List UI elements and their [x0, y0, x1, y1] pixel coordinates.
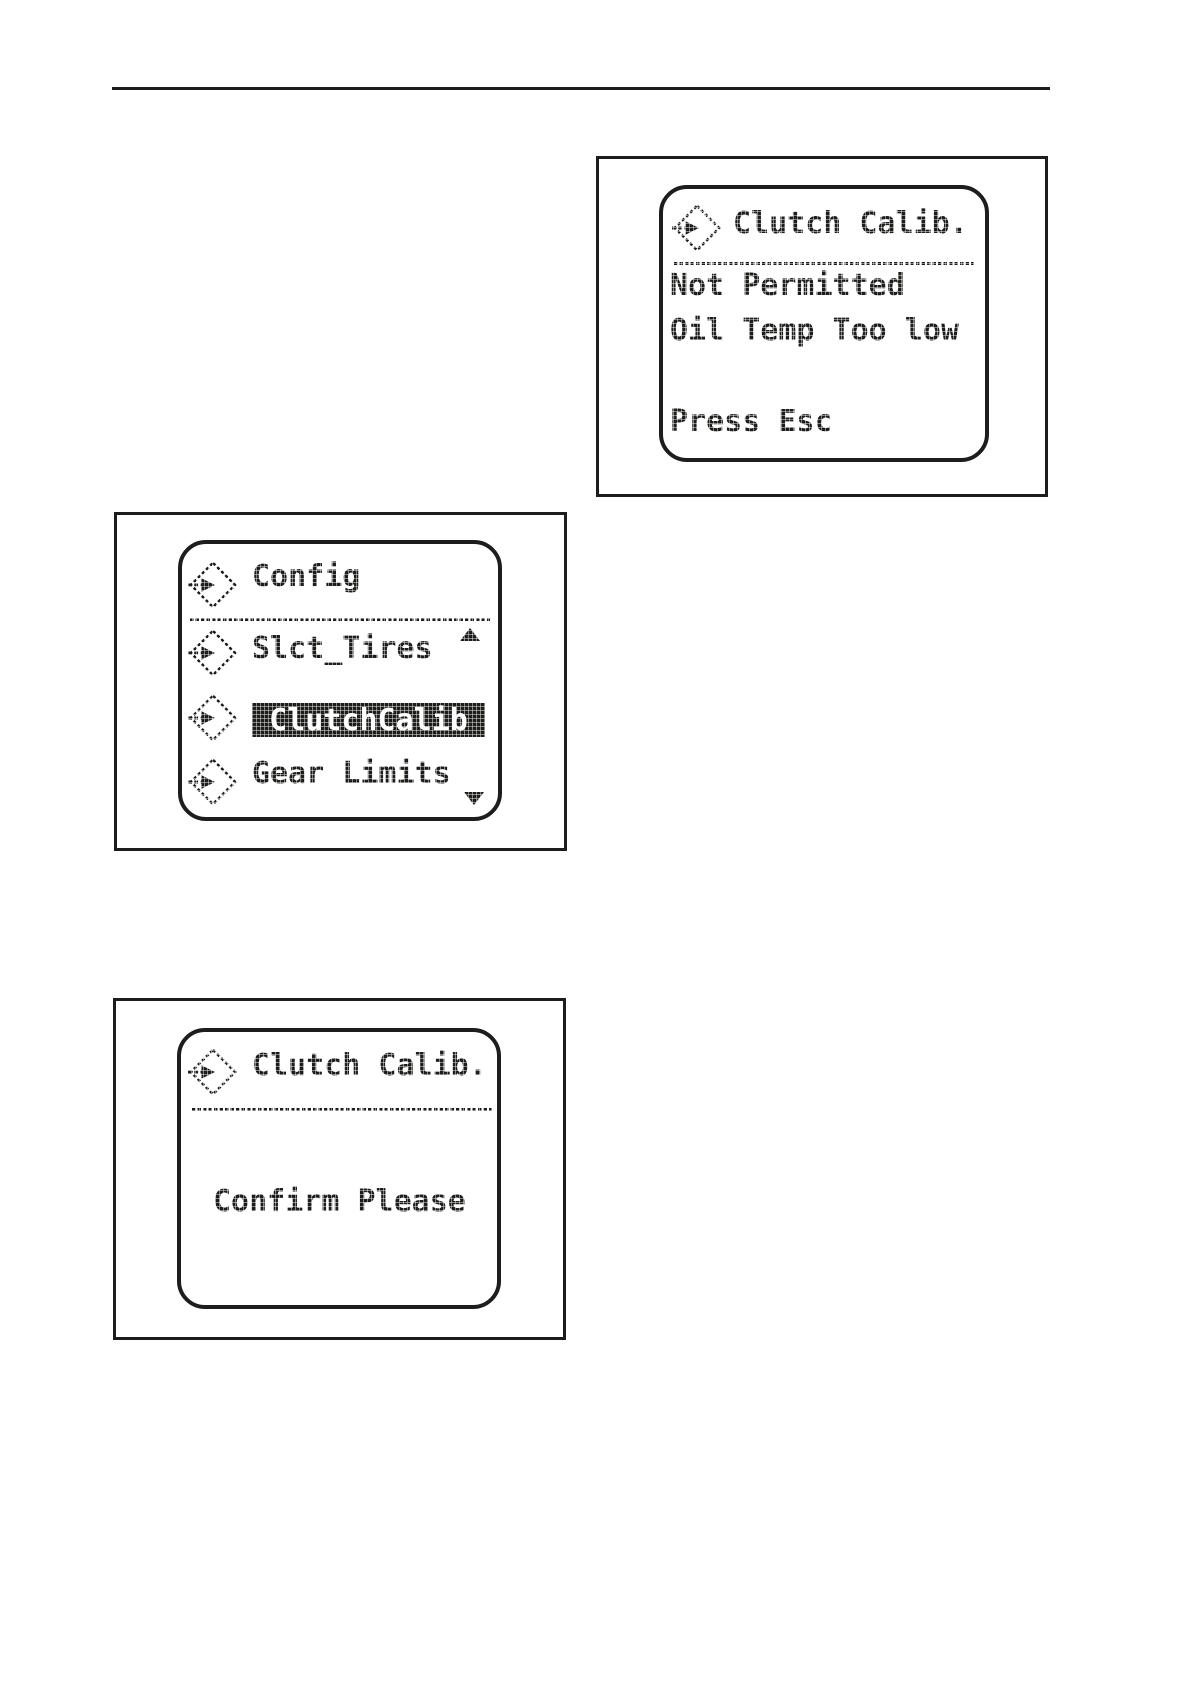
menu-item-gear-limits: Gear Limits — [252, 756, 451, 791]
menu-item-slct-tires: Slct_Tires — [252, 631, 433, 666]
screen-title: Clutch Calib. — [733, 206, 968, 241]
status-line-1: Not Permitted — [670, 268, 905, 303]
header-rule — [112, 87, 1050, 90]
enter-diamond-icon — [672, 204, 721, 252]
figure-config-menu: Config Slct_Tires ClutchCalib Gear Limit… — [114, 512, 567, 851]
enter-diamond-icon — [188, 694, 237, 742]
status-line-2: Oil Temp Too low — [670, 313, 959, 348]
enter-diamond-icon — [188, 629, 237, 677]
title-separator — [190, 618, 490, 621]
scroll-up-arrow-icon — [460, 628, 480, 641]
title-separator — [674, 262, 974, 265]
lcd-screen-confirm: Clutch Calib. Confirm Please — [177, 1028, 501, 1309]
enter-diamond-icon — [188, 1048, 237, 1096]
lcd-screen-config-menu: Config Slct_Tires ClutchCalib Gear Limit… — [178, 540, 502, 821]
confirm-message: Confirm Please — [213, 1184, 466, 1219]
title-separator — [192, 1108, 492, 1111]
figure-not-permitted: Clutch Calib. Not Permitted Oil Temp Too… — [596, 156, 1048, 497]
escape-prompt: Press Esc — [670, 404, 833, 439]
screen-title: Clutch Calib. — [252, 1048, 487, 1083]
figure-confirm: Clutch Calib. Confirm Please — [113, 998, 566, 1340]
lcd-screen-not-permitted: Clutch Calib. Not Permitted Oil Temp Too… — [659, 185, 989, 462]
enter-diamond-icon — [188, 561, 237, 609]
scroll-down-arrow-icon — [464, 792, 484, 805]
enter-diamond-icon — [188, 758, 237, 806]
screen-title: Config — [252, 559, 361, 594]
menu-item-clutch-calib-selected: ClutchCalib — [252, 703, 485, 738]
